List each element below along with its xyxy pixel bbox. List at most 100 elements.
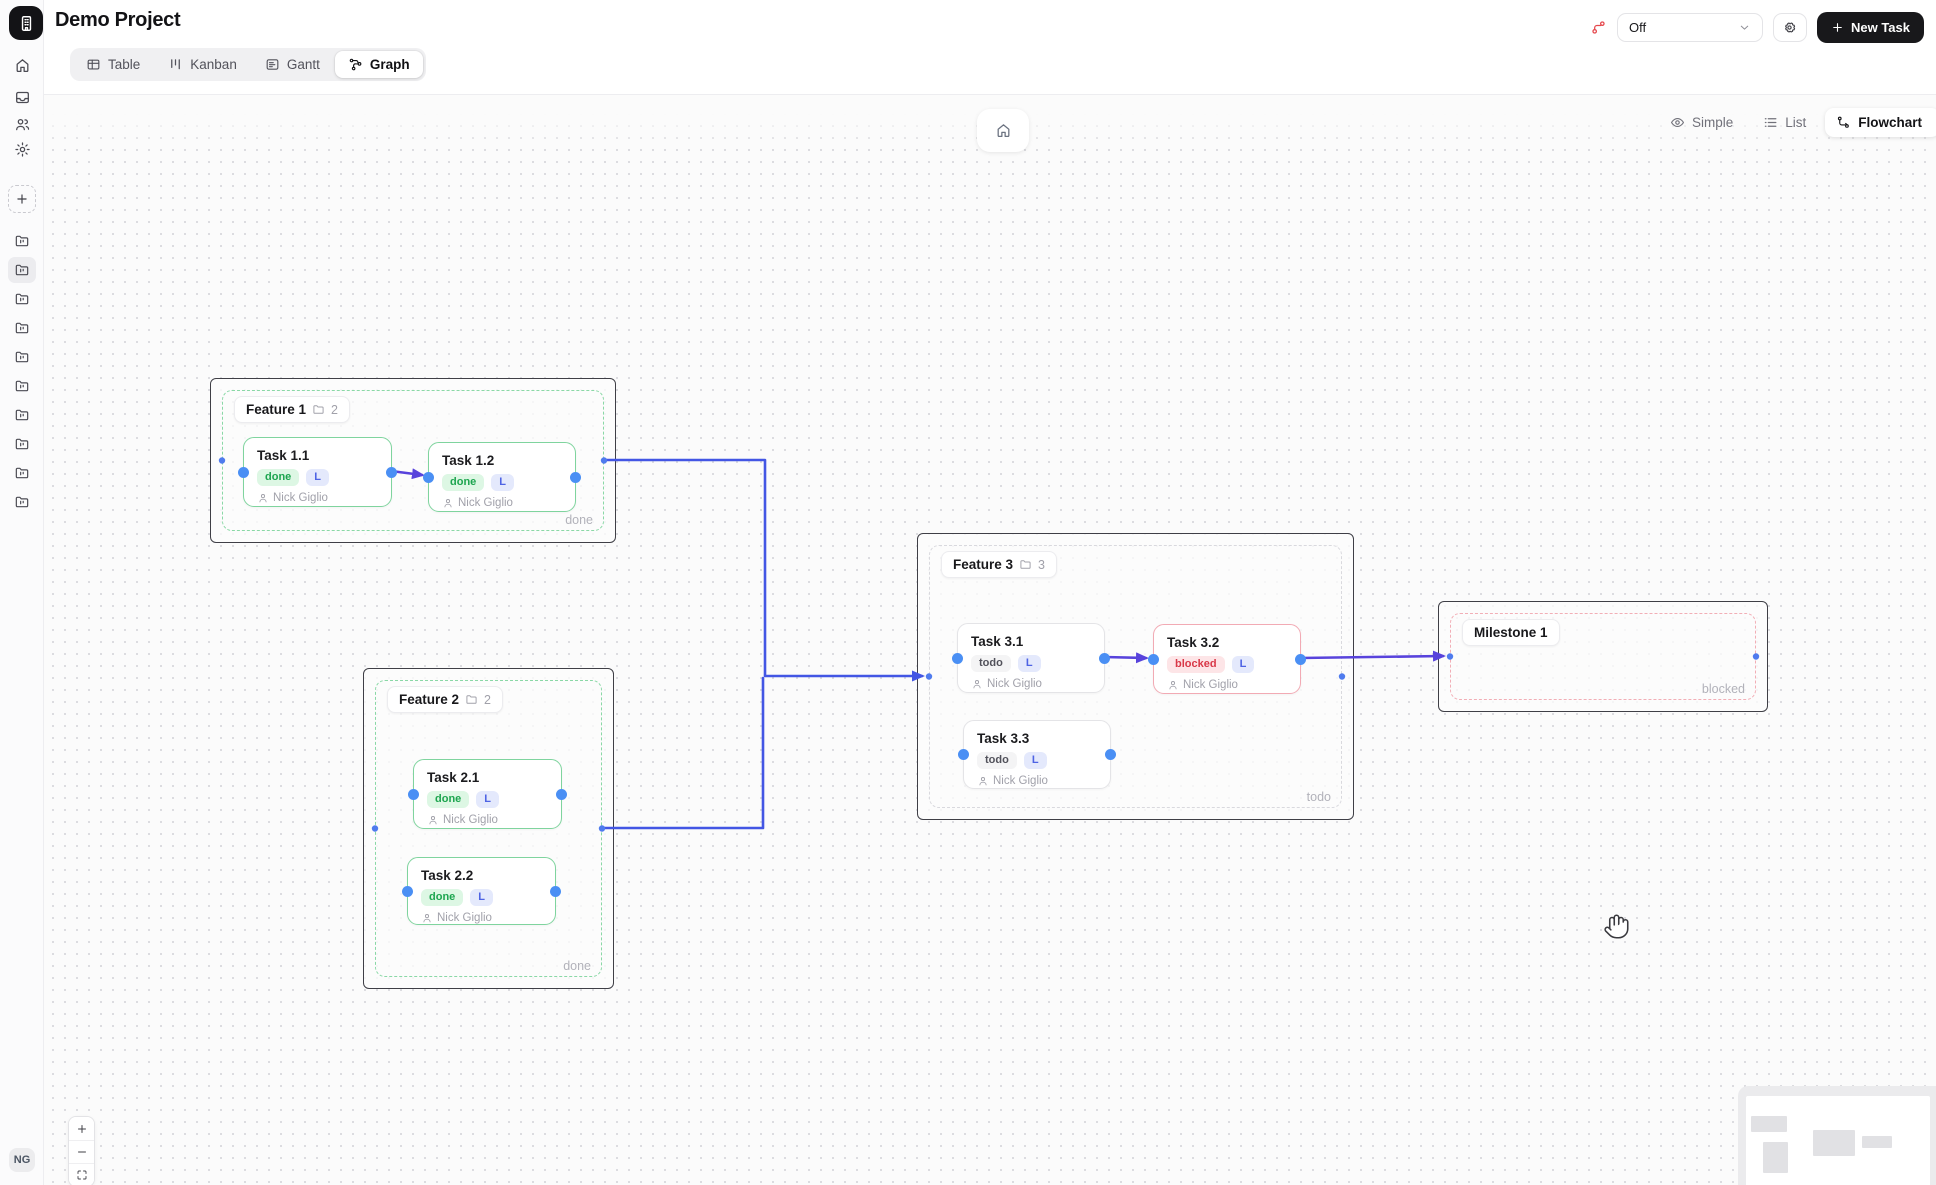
task-port-left[interactable]	[423, 471, 434, 483]
size-badge: L	[306, 469, 330, 486]
task-port-left[interactable]	[238, 466, 249, 478]
page-title: Demo Project	[55, 9, 181, 31]
milestone-label[interactable]: Milestone 1	[1462, 619, 1560, 646]
zoom-controls	[68, 1116, 95, 1185]
add-project-button[interactable]	[8, 185, 36, 213]
app-logo[interactable]	[9, 6, 43, 40]
automation-flow-icon	[1590, 19, 1607, 36]
size-badge: L	[1023, 752, 1047, 769]
canvas-home-button[interactable]	[977, 109, 1029, 152]
sidebar-project-folder[interactable]	[8, 489, 36, 515]
tab-gantt[interactable]: Gantt	[252, 51, 333, 78]
sidebar-item-home[interactable]	[8, 52, 36, 78]
task-port-left[interactable]	[408, 788, 419, 800]
task-port-left[interactable]	[958, 749, 969, 760]
task-title: Task 3.1	[971, 634, 1024, 649]
status-badge: done	[421, 889, 464, 906]
home-icon	[14, 57, 31, 74]
sidebar-item-settings[interactable]	[8, 136, 36, 162]
kanban-icon	[168, 57, 183, 72]
size-badge: L	[476, 791, 500, 808]
task-port-left[interactable]	[952, 652, 963, 664]
sidebar-item-team[interactable]	[8, 111, 36, 137]
task-title: Task 2.2	[421, 868, 474, 883]
settings-button[interactable]	[1772, 13, 1807, 42]
sidebar-project-folder[interactable]	[8, 431, 36, 457]
task-port-right[interactable]	[1105, 749, 1116, 760]
inbox-icon	[14, 89, 31, 106]
view-mode-label: Simple	[1691, 115, 1734, 130]
task-port-right[interactable]	[570, 471, 581, 483]
avatar[interactable]: NG	[9, 1148, 35, 1172]
minimap[interactable]	[1738, 1086, 1936, 1185]
project-folder-icon	[14, 291, 30, 307]
task-port-left[interactable]	[402, 885, 413, 897]
sidebar-project-folder[interactable]	[8, 257, 36, 283]
view-mode-toolbar: Simple List Flowchart	[1659, 108, 1936, 137]
feature-title: Feature 2	[399, 692, 460, 707]
minimap-node	[1813, 1130, 1855, 1156]
sidebar-project-folder[interactable]	[8, 460, 36, 486]
flow-icon	[1836, 115, 1851, 130]
task-port-right[interactable]	[386, 466, 397, 478]
sidebar-project-folder[interactable]	[8, 228, 36, 254]
view-mode-label: Flowchart	[1858, 115, 1922, 130]
task-port-left[interactable]	[1148, 653, 1159, 665]
person-icon	[1167, 679, 1179, 691]
view-mode-list[interactable]: List	[1752, 108, 1817, 137]
task-title: Task 2.1	[427, 770, 480, 785]
automation-select[interactable]: Off	[1616, 13, 1763, 42]
sidebar-project-folder[interactable]	[8, 402, 36, 428]
zoom-out-button[interactable]	[69, 1140, 94, 1163]
sidebar-project-folder[interactable]	[8, 344, 36, 370]
size-badge: L	[1017, 655, 1041, 672]
task-port-right[interactable]	[1295, 653, 1306, 665]
hand-cursor	[1603, 913, 1630, 940]
task-port-right[interactable]	[556, 788, 567, 800]
zoom-in-button[interactable]	[69, 1117, 94, 1140]
tab-graph[interactable]: Graph	[334, 51, 423, 78]
sidebar-project-folder[interactable]	[8, 373, 36, 399]
tab-kanban[interactable]: Kanban	[155, 51, 250, 78]
person-icon	[427, 814, 439, 826]
sidebar-item-inbox[interactable]	[8, 84, 36, 110]
folder-icon	[1019, 558, 1032, 571]
person-icon	[421, 912, 433, 924]
size-badge: L	[1231, 656, 1255, 673]
task-port-right[interactable]	[1099, 652, 1110, 664]
task-assignee: Nick Giglio	[1167, 679, 1287, 691]
milestone-title: Milestone 1	[1474, 625, 1548, 640]
sidebar-project-folder[interactable]	[8, 286, 36, 312]
view-mode-flowchart[interactable]: Flowchart	[1825, 108, 1936, 137]
project-folder-icon	[14, 436, 30, 452]
sidebar-project-folder[interactable]	[8, 315, 36, 341]
status-badge: done	[442, 474, 485, 491]
new-task-button[interactable]: New Task	[1816, 12, 1924, 43]
fit-view-button[interactable]	[69, 1163, 94, 1185]
task-port-right[interactable]	[550, 885, 561, 897]
task-assignee: Nick Giglio	[427, 814, 548, 826]
view-mode-simple[interactable]: Simple	[1659, 108, 1744, 137]
tab-table[interactable]: Table	[73, 51, 153, 78]
